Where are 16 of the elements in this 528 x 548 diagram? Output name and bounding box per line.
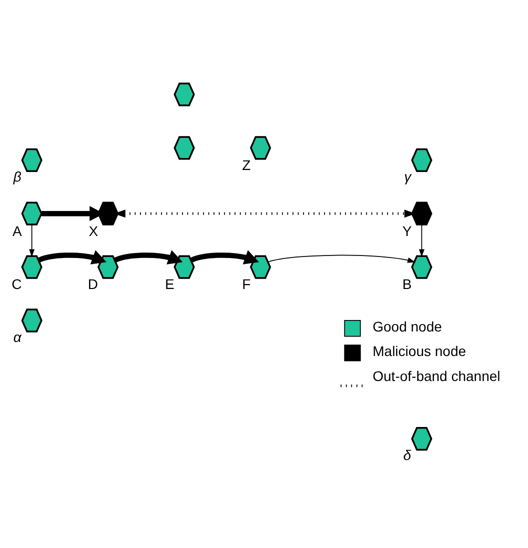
node-label: δ xyxy=(403,446,412,463)
node-label: Y xyxy=(402,222,412,238)
legend-label: Malicious node xyxy=(372,342,466,359)
node-label: β xyxy=(13,168,22,184)
node-label: A xyxy=(12,222,22,238)
node-label: F xyxy=(242,276,251,292)
node-label: Z xyxy=(242,156,251,173)
legend-label: Out-of-band channel xyxy=(372,367,500,384)
node-label: D xyxy=(88,276,98,292)
node-label: E xyxy=(165,276,174,292)
node-label: γ xyxy=(404,168,412,184)
node-label: X xyxy=(88,222,98,238)
node-label: C xyxy=(12,276,22,292)
node-label: B xyxy=(402,276,412,292)
node-label: α xyxy=(13,328,22,344)
legend-label: Good node xyxy=(372,318,442,334)
